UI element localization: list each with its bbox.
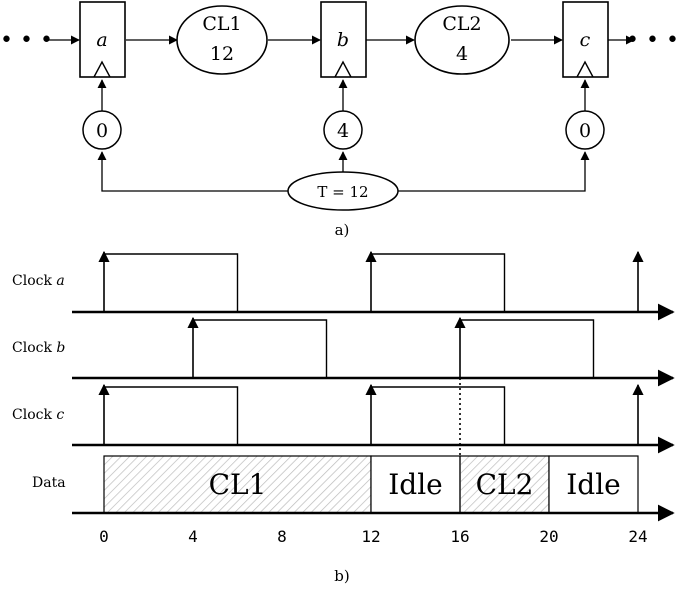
register-a: a (79, 1, 126, 78)
clock-distribution: 0 4 0 T = 12 (82, 79, 605, 211)
delay-a-value: 0 (96, 120, 108, 142)
data-segment-1 (370, 455, 461, 514)
register-b: b (320, 1, 367, 78)
time-axis-ticks: 0 4 8 12 16 20 24 (99, 527, 647, 546)
row-label-clock-c: Clock c (12, 407, 64, 423)
clock-b-pulse (193, 319, 328, 378)
logic-block-cl1: CL1 12 (176, 5, 268, 75)
data-segment-3 (548, 455, 639, 514)
timing-section: Clock a Clock b Clock c Data CL1 Idle CL2 I… (12, 250, 675, 585)
cl1-delay: 12 (210, 43, 234, 65)
logic-block-cl2: CL2 4 (414, 5, 510, 75)
row-label-data: Data (32, 475, 66, 491)
circuit-section: • • • • • • a b c CL1 12 (0, 1, 679, 239)
waveforms (72, 250, 675, 456)
delay-b-value: 4 (337, 120, 349, 142)
delay-circle-b (323, 110, 363, 150)
data-segment-0 (103, 455, 372, 514)
delay-circle-a (82, 110, 122, 150)
row-label-clock-a: Clock a (12, 273, 65, 289)
cl1-name: CL1 (202, 13, 241, 35)
clock-input-triangle-icon (576, 60, 594, 78)
clock-a-pulse (371, 253, 506, 312)
x-tick-label: 0 (99, 527, 109, 546)
clock-c-pulse (371, 386, 506, 445)
clock-a-pulse (104, 253, 239, 312)
clock-source-label: T = 12 (317, 183, 368, 201)
row-label-clock-b: Clock b (12, 340, 65, 356)
cl2-name: CL2 (442, 13, 481, 35)
data-segment-label: Idle (566, 468, 621, 501)
data-segment-label: CL1 (209, 468, 267, 501)
data-segment-2 (459, 455, 550, 514)
ellipsis-left: • • • (0, 28, 53, 53)
x-tick-label: 4 (188, 527, 198, 546)
register-c: c (562, 1, 609, 78)
register-c-label: c (580, 29, 591, 51)
data-row: CL1 Idle CL2 Idle (72, 455, 675, 522)
register-b-label: b (337, 29, 349, 51)
delay-c-value: 0 (579, 120, 591, 142)
x-tick-label: 20 (539, 527, 558, 546)
x-tick-label: 12 (361, 527, 380, 546)
caption-b: b) (334, 567, 349, 585)
data-segment-label: CL2 (476, 468, 534, 501)
caption-a: a) (335, 221, 350, 239)
x-tick-label: 16 (450, 527, 469, 546)
clock-source (287, 171, 399, 211)
register-a-label: a (96, 29, 107, 51)
x-tick-label: 24 (628, 527, 647, 546)
cl2-delay: 4 (456, 43, 468, 65)
delay-circle-c (565, 110, 605, 150)
data-segment-label: Idle (388, 468, 443, 501)
clock-input-triangle-icon (334, 60, 352, 78)
x-tick-label: 8 (277, 527, 287, 546)
clock-b-pulse (460, 319, 595, 378)
clock-c-pulse (104, 386, 239, 445)
clock-input-triangle-icon (93, 60, 111, 78)
